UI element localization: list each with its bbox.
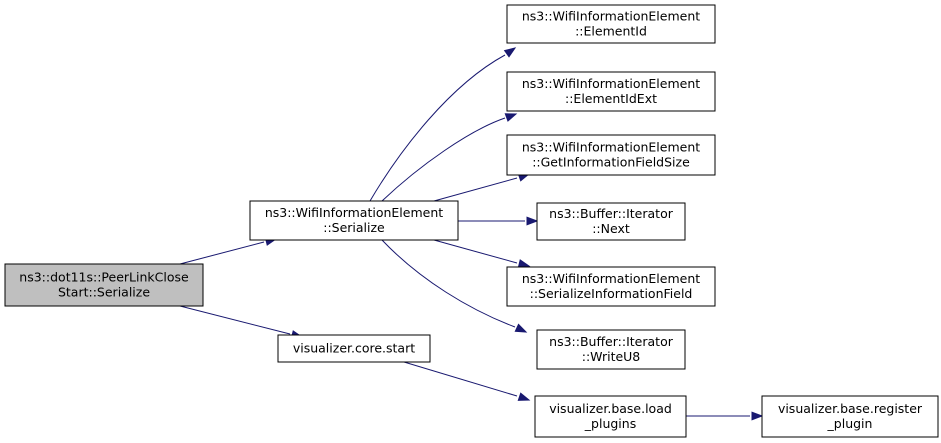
arrowhead: [526, 216, 539, 226]
node-label: _plugins: [584, 416, 636, 431]
node-label: ns3::WifiInformationElement: [522, 271, 700, 286]
node-label: ns3::WifiInformationElement: [522, 76, 700, 91]
node-box: [249, 200, 459, 241]
node-label: Start::Serialize: [58, 285, 150, 300]
node-box: [4, 263, 204, 307]
node-vis-base-load-plugins[interactable]: visualizer.base.load_plugins: [534, 395, 687, 438]
node-label: visualizer.base.register: [778, 401, 923, 416]
node-label: ns3::WifiInformationElement: [522, 9, 700, 24]
node-box: [506, 266, 716, 307]
node-label: ::Serialize: [323, 220, 385, 235]
edge-wifi-serialize-to-get-info-field-size: [433, 173, 531, 202]
edge-wifi-serialize-to-buffer-next: [458, 216, 539, 226]
node-label: _plugin: [827, 416, 873, 431]
edge-wifi-serialize-to-element-id: [369, 47, 517, 202]
node-label: ns3::Buffer::Iterator: [549, 206, 674, 221]
node-label: visualizer.core.start: [293, 341, 415, 356]
node-box: [536, 202, 686, 241]
edge-vis-base-load-plugins-to-vis-base-register-plugin: [686, 411, 764, 421]
node-label: ns3::dot11s::PeerLinkClose: [19, 270, 189, 285]
node-element-id[interactable]: ns3::WifiInformationElement::ElementId: [506, 4, 716, 44]
node-label: ns3::WifiInformationElement: [522, 140, 700, 155]
node-label: ::Next: [592, 221, 630, 236]
node-box: [536, 329, 686, 370]
edge-wifi-serialize-to-serialize-info-field: [433, 239, 531, 268]
arrowhead: [504, 113, 518, 122]
edge-line: [369, 54, 506, 202]
edge-root-to-vis-core-start: [179, 305, 304, 339]
node-box: [277, 334, 431, 363]
arrowhead: [751, 411, 764, 421]
node-vis-base-register-plugin[interactable]: visualizer.base.register_plugin: [761, 395, 939, 438]
node-label: visualizer.base.load: [549, 401, 672, 416]
node-box: [506, 134, 716, 176]
node-box: [761, 395, 939, 438]
edge-line: [179, 241, 265, 265]
edge-line: [433, 177, 518, 202]
arrowhead: [517, 392, 531, 401]
edge-wifi-serialize-to-element-id-ext: [381, 113, 518, 202]
node-label: ::GetInformationFieldSize: [532, 155, 690, 170]
arrowhead: [514, 323, 528, 333]
node-box: [534, 395, 687, 438]
edge-line: [403, 361, 518, 397]
node-buffer-writeu8[interactable]: ns3::Buffer::Iterator::WriteU8: [536, 329, 686, 370]
edge-line: [433, 239, 518, 264]
node-root[interactable]: ns3::dot11s::PeerLinkCloseStart::Seriali…: [4, 263, 204, 307]
node-label: ::WriteU8: [582, 349, 641, 364]
edge-root-to-wifi-serialize: [179, 237, 278, 265]
nodes-layer: ns3::dot11s::PeerLinkCloseStart::Seriali…: [4, 4, 939, 438]
edge-line: [179, 305, 291, 335]
edge-line: [381, 117, 506, 202]
node-element-id-ext[interactable]: ns3::WifiInformationElement::ElementIdEx…: [506, 71, 716, 112]
arrowhead: [503, 47, 517, 58]
edge-vis-core-start-to-vis-base-load-plugins: [403, 361, 531, 401]
edge-wifi-serialize-to-buffer-writeu8: [381, 239, 528, 333]
edge-line: [381, 239, 516, 328]
node-label: ::SerializeInformationField: [530, 286, 693, 301]
node-wifi-serialize[interactable]: ns3::WifiInformationElement::Serialize: [249, 200, 459, 241]
node-serialize-info-field[interactable]: ns3::WifiInformationElement::SerializeIn…: [506, 266, 716, 307]
node-label: ns3::Buffer::Iterator: [549, 334, 674, 349]
node-box: [506, 4, 716, 44]
node-label: ::ElementIdExt: [565, 91, 657, 106]
node-vis-core-start[interactable]: visualizer.core.start: [277, 334, 431, 363]
node-get-info-field-size[interactable]: ns3::WifiInformationElement::GetInformat…: [506, 134, 716, 176]
node-label: ::ElementId: [575, 24, 647, 39]
node-buffer-next[interactable]: ns3::Buffer::Iterator::Next: [536, 202, 686, 241]
node-box: [506, 71, 716, 112]
arrowhead: [517, 259, 531, 268]
node-label: ns3::WifiInformationElement: [265, 205, 443, 220]
